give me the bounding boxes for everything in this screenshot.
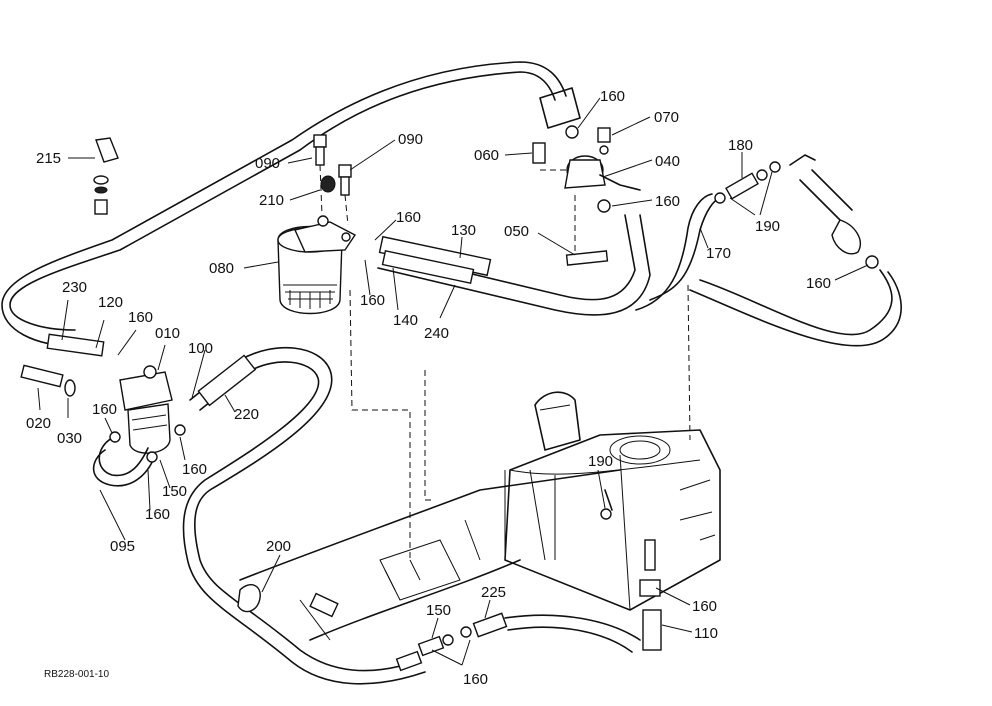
- frame-member: [239, 469, 621, 641]
- bottom-fittings: [309, 592, 641, 672]
- fuel-tank: [504, 391, 721, 651]
- label-170: 170: [706, 245, 731, 262]
- label-160: 160: [396, 209, 421, 226]
- label-180: 180: [728, 137, 753, 154]
- label-070: 070: [654, 109, 679, 126]
- label-100: 100: [188, 340, 213, 357]
- hoses-130-140-240: [377, 193, 902, 347]
- label-150: 150: [162, 483, 187, 500]
- bolts-090: [313, 134, 352, 226]
- return-hose-230: [1, 61, 581, 357]
- label-160: 160: [360, 292, 385, 309]
- label-090: 090: [398, 131, 423, 148]
- clamp-200: [237, 584, 261, 613]
- label-040: 040: [655, 153, 680, 170]
- label-160: 160: [128, 309, 153, 326]
- label-160: 160: [806, 275, 831, 292]
- fuel-filter-080: [277, 215, 357, 315]
- label-140: 140: [393, 312, 418, 329]
- label-060: 060: [474, 147, 499, 164]
- part-labels: 215 230 120 160 010 020 030 160 160 150 …: [26, 88, 831, 688]
- label-020: 020: [26, 415, 51, 432]
- label-080: 080: [209, 260, 234, 277]
- label-110: 110: [694, 625, 718, 642]
- label-010: 010: [155, 325, 180, 342]
- clip-215: [93, 137, 119, 215]
- label-160: 160: [600, 88, 625, 105]
- label-090: 090: [255, 155, 280, 172]
- label-050: 050: [504, 223, 529, 240]
- label-160: 160: [692, 598, 717, 615]
- leader-lines: [37, 97, 869, 666]
- label-095: 095: [110, 538, 135, 555]
- right-line-parts: [714, 154, 879, 269]
- routing-lines: [349, 169, 691, 560]
- label-130: 130: [451, 222, 476, 239]
- label-210: 210: [259, 192, 284, 209]
- label-160: 160: [182, 461, 207, 478]
- label-220: 220: [234, 406, 259, 423]
- label-190: 190: [755, 218, 780, 235]
- label-150: 150: [426, 602, 451, 619]
- sediment-bowl-010: [20, 364, 186, 487]
- label-030: 030: [57, 430, 82, 447]
- label-230: 230: [62, 279, 87, 296]
- label-160: 160: [145, 506, 170, 523]
- label-160: 160: [463, 671, 488, 688]
- label-190: 190: [588, 453, 613, 470]
- label-120: 120: [98, 294, 123, 311]
- label-240: 240: [424, 325, 449, 342]
- label-200: 200: [266, 538, 291, 555]
- label-160: 160: [655, 193, 680, 210]
- label-160: 160: [92, 401, 117, 418]
- label-225: 225: [481, 584, 506, 601]
- diagram-code: RB228-001-10: [44, 669, 109, 680]
- hose-220: [182, 346, 426, 685]
- fuel-pump-040: [532, 125, 641, 266]
- label-215: 215: [36, 150, 61, 167]
